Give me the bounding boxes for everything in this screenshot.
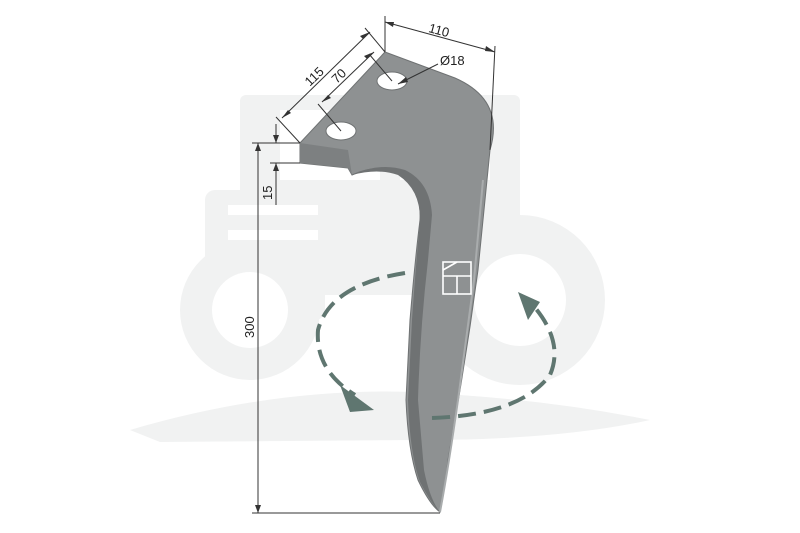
dim-height: 300 [242, 316, 257, 338]
blade-bend-shadow [352, 166, 440, 512]
dimension-arrowheads [255, 22, 495, 513]
mount-face [300, 143, 352, 175]
dim-hole-diameter: Ø18 [440, 53, 465, 68]
rotation-arrow-heads [340, 292, 540, 412]
blade-edge-highlight [439, 179, 484, 513]
maker-mark-icon [442, 261, 472, 295]
dim-width-top: 110 [427, 20, 451, 40]
rotation-arrow-icon [315, 271, 557, 420]
dim-thickness: 15 [260, 186, 275, 200]
dim-length-mount: 115 [302, 64, 327, 89]
dim-hole-spacing: 70 [328, 65, 349, 86]
dimension-lines [252, 16, 496, 514]
tine-blade [299, 51, 494, 513]
